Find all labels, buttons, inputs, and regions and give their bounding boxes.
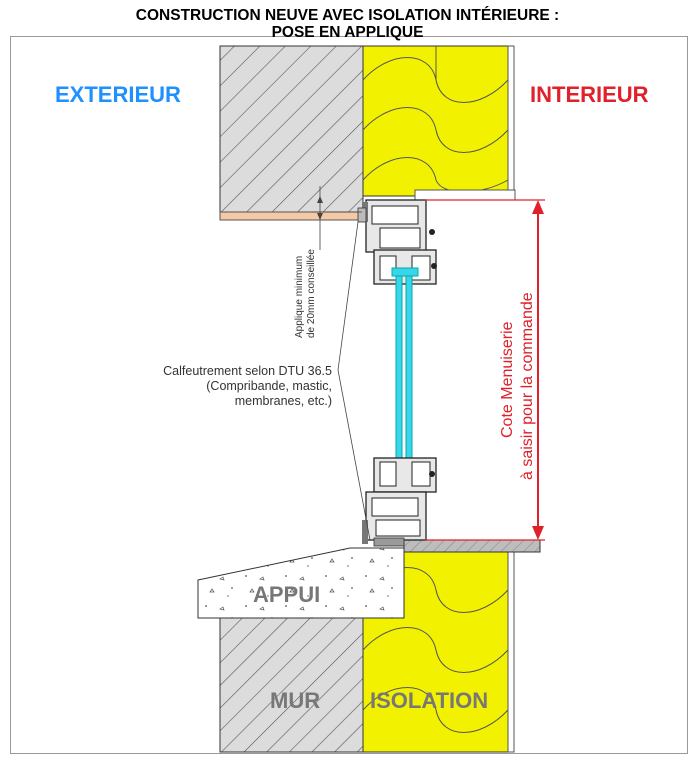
diagram-title: CONSTRUCTION NEUVE AVEC ISOLATION INTÉRI… [0, 7, 695, 41]
interieur-label: INTERIEUR [530, 82, 649, 107]
cote-line-2: à saisir pour la commande [519, 292, 536, 480]
applique-note: Applique minimum de 20mm conseillée [294, 249, 317, 338]
title-line-1: CONSTRUCTION NEUVE AVEC ISOLATION INTÉRI… [135, 7, 560, 24]
calfeutrement-line-2: (Compribande, mastic, [206, 379, 332, 393]
dimension-line [425, 199, 545, 541]
label-appui: APPUI [253, 582, 320, 607]
title-line-2: POSE EN APPLIQUE [271, 24, 424, 41]
calfeutrement-note: Calfeutrement selon DTU 36.5 (Compriband… [120, 364, 332, 409]
applique-line-1: Applique minimum [294, 256, 305, 338]
upper-insulation [362, 45, 515, 197]
lintel-trim [219, 211, 364, 221]
sill [197, 539, 541, 619]
applique-marker [312, 186, 362, 250]
lower-wall [219, 617, 364, 753]
cote-line-1: Cote Menuiserie [499, 321, 516, 438]
label-isolation: ISOLATION [370, 688, 488, 713]
calfeutrement-line-1: Calfeutrement selon DTU 36.5 [163, 364, 332, 378]
lower-plaster-board [403, 539, 541, 553]
applique-line-2: de 20mm conseillée [306, 249, 317, 338]
cote-label: Cote Menuiserie à saisir pour la command… [499, 292, 536, 480]
window-profile [362, 199, 437, 547]
calfeutrement-leaders [337, 221, 371, 541]
calfeutrement-line-3: membranes, etc.) [234, 394, 332, 408]
seal-top [357, 207, 367, 223]
exterieur-label: EXTERIEUR [55, 82, 181, 107]
upper-lining [414, 189, 516, 201]
label-mur: MUR [270, 688, 320, 713]
upper-wall [219, 45, 364, 221]
